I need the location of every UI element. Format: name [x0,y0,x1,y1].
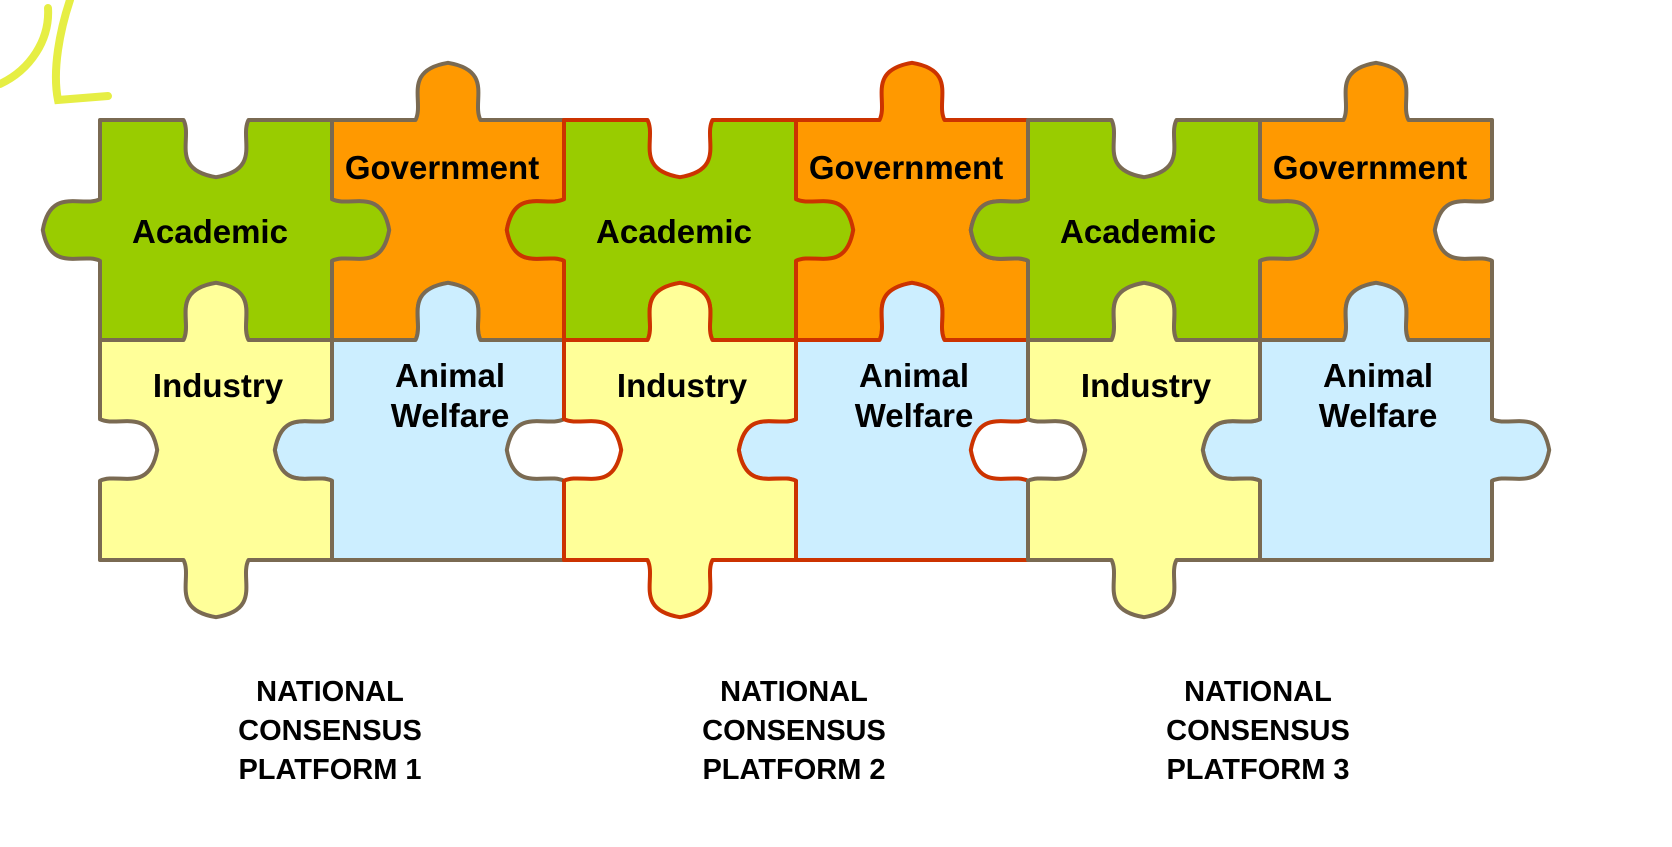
academic-label: Academic [1060,213,1216,250]
industry-piece [98,280,334,620]
decoration-doodle [0,0,112,105]
caption-line: NATIONAL [1184,676,1332,708]
industry-label: Industry [617,367,748,404]
caption-line: CONSENSUS [238,715,422,747]
government-label: Government [1273,149,1467,186]
government-label: Government [345,149,539,186]
caption-line: CONSENSUS [702,715,886,747]
platform-caption-2: NATIONAL CONSENSUS PLATFORM 2 [644,673,944,790]
caption-line: CONSENSUS [1166,715,1350,747]
caption-line: PLATFORM 1 [238,754,422,786]
caption-line: PLATFORM 3 [1166,754,1350,786]
industry-label: Industry [1081,367,1212,404]
caption-line: NATIONAL [256,676,404,708]
platform-caption-3: NATIONAL CONSENSUS PLATFORM 3 [1108,673,1408,790]
industry-label: Industry [153,367,284,404]
academic-label: Academic [132,213,288,250]
industry-piece [562,280,798,620]
government-label: Government [809,149,1003,186]
caption-line: PLATFORM 2 [702,754,886,786]
platform-caption-1: NATIONAL CONSENSUS PLATFORM 1 [180,673,480,790]
caption-line: NATIONAL [720,676,868,708]
industry-piece [1026,280,1262,620]
academic-label: Academic [596,213,752,250]
